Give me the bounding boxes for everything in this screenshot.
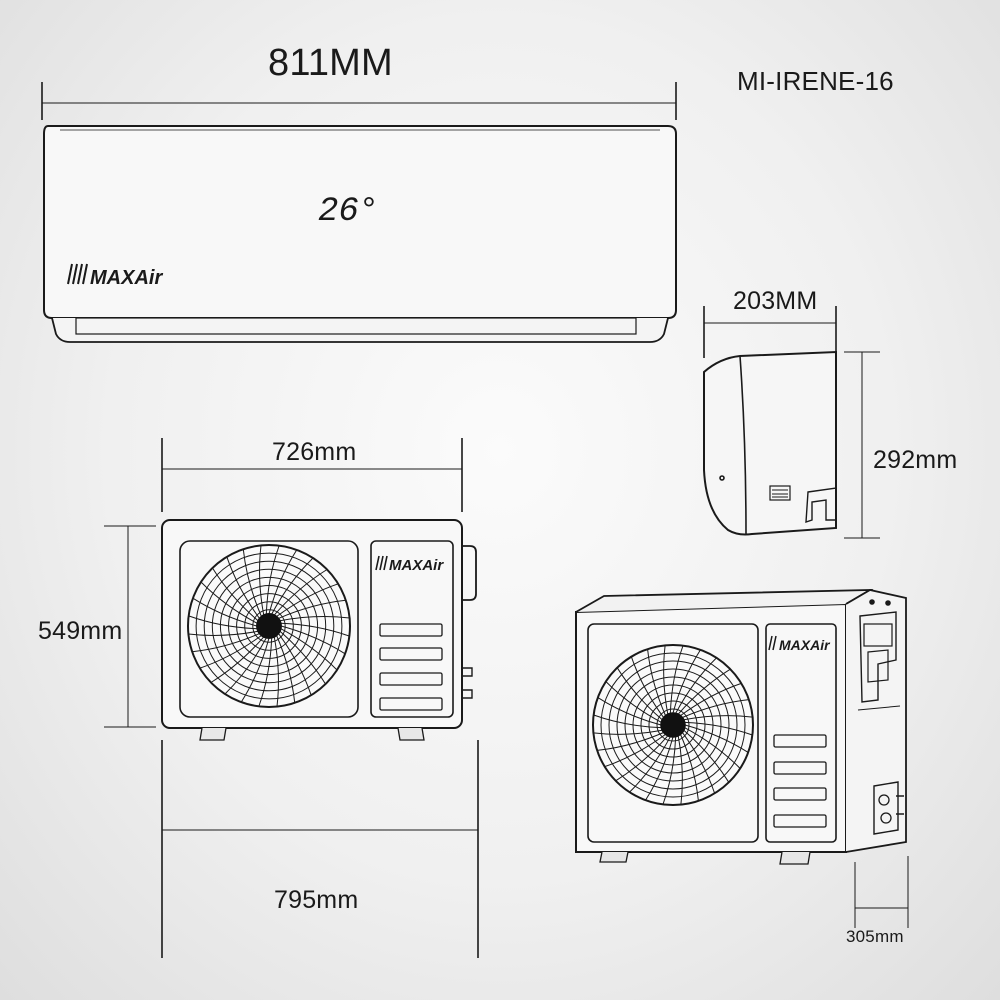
outdoor-width-top-label: 726mm (272, 438, 357, 466)
indoor-height-label: 292mm (873, 446, 958, 474)
dimension-line-203 (703, 306, 837, 358)
dimension-line-549 (104, 525, 156, 728)
svg-text:MAXAir: MAXAir (779, 637, 831, 653)
temperature-display: 26° (318, 193, 379, 231)
indoor-unit-side (703, 350, 837, 536)
dimension-line-305 (854, 856, 909, 928)
brand-logo-indoor: MAXAir (67, 263, 163, 289)
brand-logo-outdoor-perspective: MAXAir (768, 635, 831, 653)
indoor-unit-front (43, 125, 677, 343)
model-name: MI-IRENE-16 (737, 66, 894, 96)
svg-text:26°: 26° (318, 193, 379, 231)
dimension-line-795 (161, 740, 479, 958)
svg-text:MAXAir: MAXAir (389, 557, 444, 574)
fan-grille-front (187, 544, 351, 708)
svg-text:MAXAir: MAXAir (90, 267, 163, 289)
dimension-line-292 (844, 351, 880, 539)
indoor-depth-label: 203MM (733, 287, 818, 315)
fan-grille-perspective (592, 644, 754, 806)
dimension-line-726 (161, 438, 463, 512)
indoor-width-label: 811MM (268, 42, 393, 84)
outdoor-height-label: 549mm (38, 617, 123, 645)
outdoor-width-bottom-label: 795mm (274, 886, 359, 914)
brand-logo-outdoor-front: MAXAir (375, 555, 444, 574)
dimension-line-811 (41, 82, 677, 120)
outdoor-depth-label: 305mm (846, 927, 904, 946)
